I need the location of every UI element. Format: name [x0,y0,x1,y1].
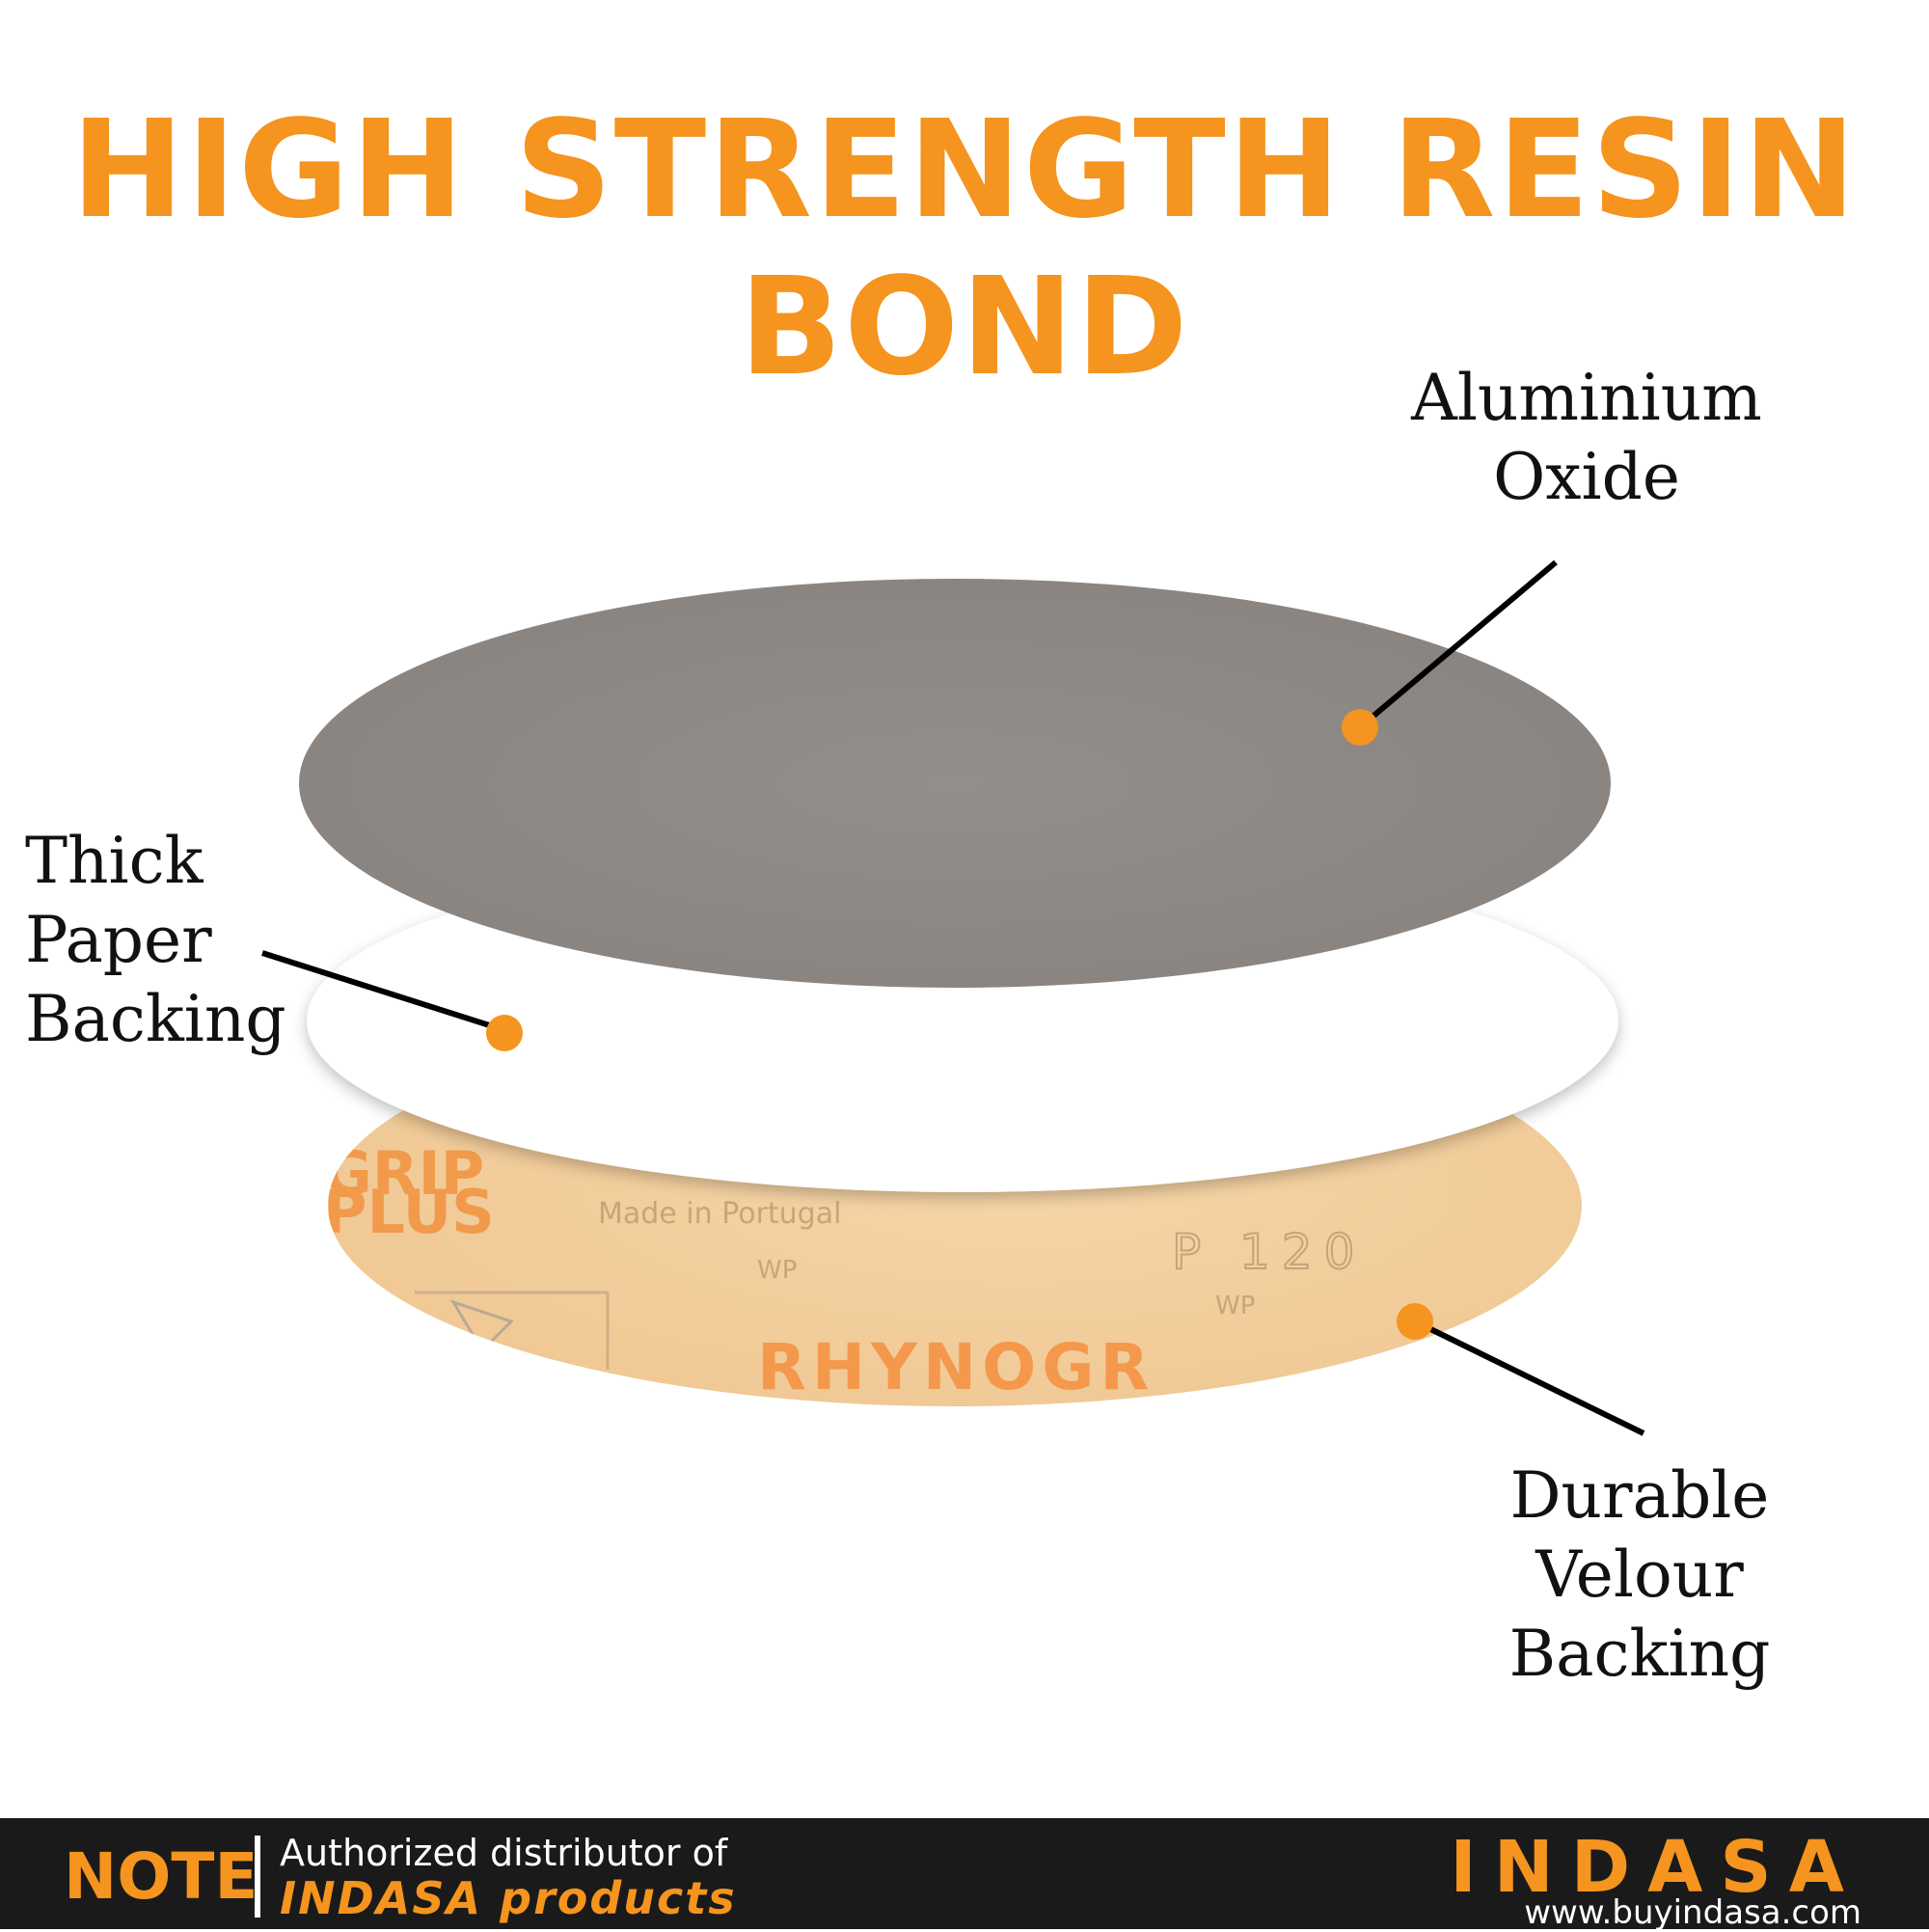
footer-distributor-text: Authorized distributor of [280,1832,728,1874]
label-paper-line3: Backing [25,982,286,1056]
aluminium-oxide-disc [299,579,1611,988]
disc-print-grip: GRIP [323,1138,484,1209]
paper-callout-line [261,950,505,1033]
label-velour-line2: Velour Backing [1508,1537,1771,1691]
label-durable-velour-backing: Durable Velour Backing [1403,1456,1876,1694]
disc-print-wp-right: WP [1215,1292,1255,1320]
disc-print-wp-left: WP [757,1256,797,1285]
disc-print-plus: PLUS [323,1177,495,1247]
disc-print-made-in: Made in Portugal [598,1197,841,1231]
sanding-disc-layers-diagram: GRIP PLUS Made in Portugal P 120 WP WP R… [261,559,1645,1436]
label-aluminium-line1: Aluminium [1411,361,1762,435]
label-velour-line1: Durable [1509,1458,1770,1533]
velour-callout-line [1413,1319,1645,1436]
label-aluminium-line2: Oxide [1493,440,1680,514]
disc-print-star [449,1299,514,1353]
footer-brand-logo: INDASA [1450,1826,1861,1909]
footer-website-link[interactable]: www.buyindasa.com [1524,1893,1861,1932]
aluminium-callout-line [1358,559,1558,730]
footer-note: NOTE [64,1839,258,1914]
velour-callout-dot [1397,1303,1433,1340]
label-aluminium-oxide: Aluminium Oxide [1408,359,1765,517]
label-paper-line2: Paper [25,903,212,977]
footer-products-text: INDASA products [280,1872,737,1924]
page-title: HIGH STRENGTH RESIN BOND [70,92,1859,406]
footer-separator [255,1836,260,1918]
footer-bar: NOTE Authorized distributor of INDASA pr… [0,1818,1929,1932]
paper-callout-dot [486,1015,523,1051]
label-paper-line1: Thick [25,824,204,898]
disc-print-rhynogrip: RHYNOGR [757,1330,1155,1404]
label-thick-paper-backing: Thick Paper Backing [25,822,286,1059]
aluminium-callout-dot [1342,709,1378,746]
disc-print-grade: P 120 [1172,1224,1366,1280]
disc-print-frame [415,1291,610,1370]
